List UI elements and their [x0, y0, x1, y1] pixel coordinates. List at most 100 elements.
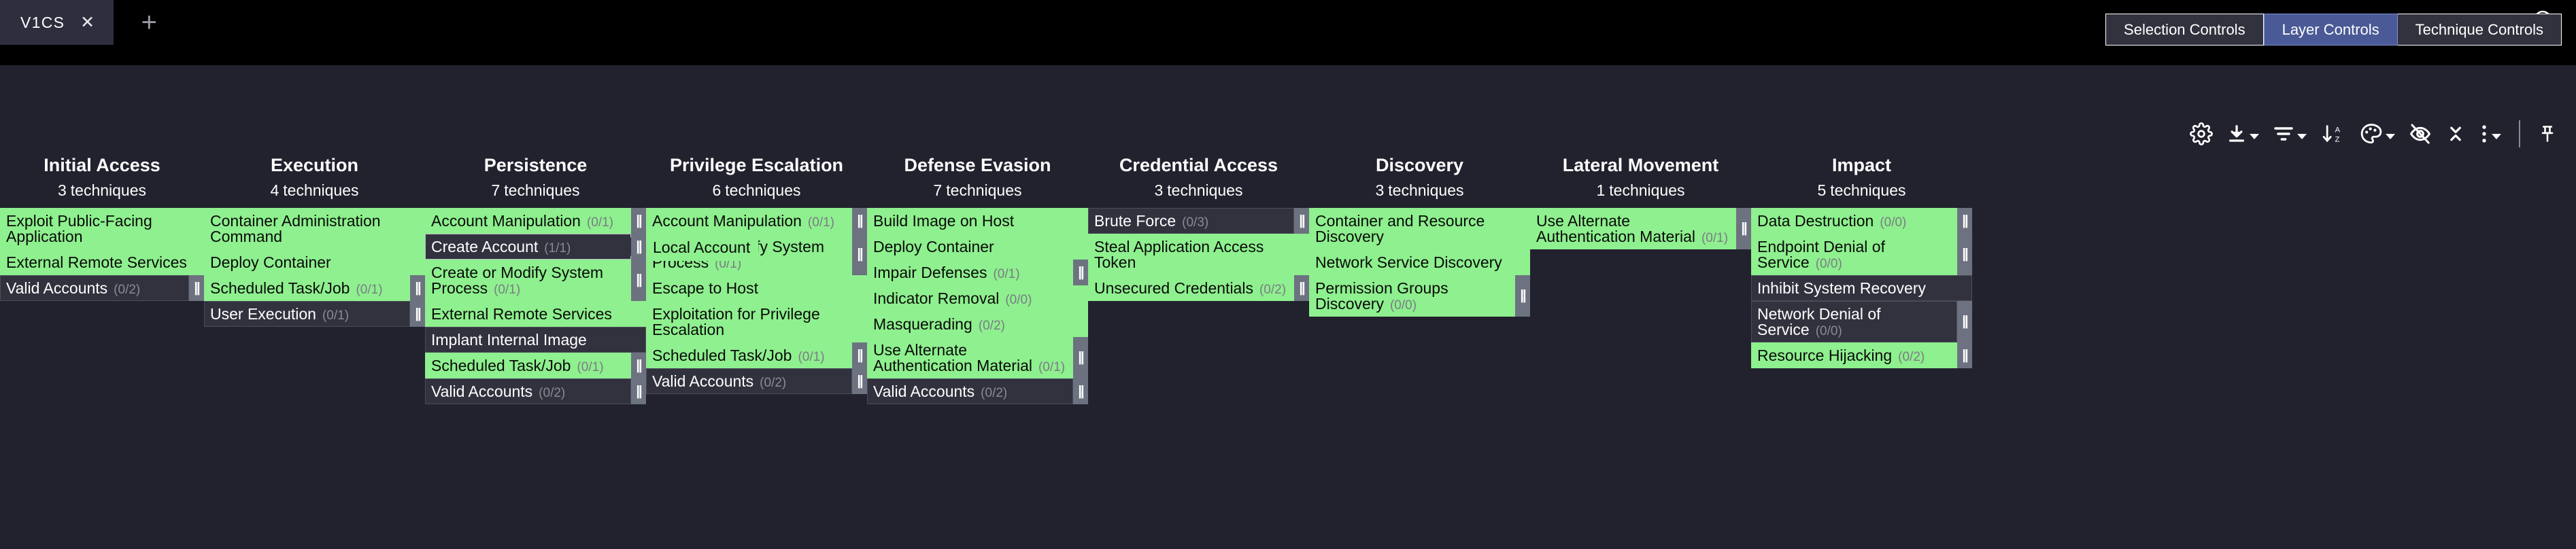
tactic-name[interactable]: Privilege Escalation	[669, 155, 844, 175]
technique-scheduled-task-job[interactable]: Scheduled Task/Job(0/1)	[204, 275, 410, 301]
subtechnique-toggle-handle[interactable]: ||	[1294, 275, 1309, 301]
subtechnique-count: (0/0)	[1005, 293, 1032, 307]
technique-row: Use Alternate Authentication Material(0/…	[867, 337, 1088, 378]
technique-scheduled-task-job[interactable]: Scheduled Task/Job(0/1)	[646, 342, 852, 368]
technique-deploy-container[interactable]: Deploy Container	[204, 249, 425, 275]
technique-use-alternate-authentication-material[interactable]: Use Alternate Authentication Material(0/…	[1530, 208, 1736, 249]
subtechnique-toggle-handle[interactable]: ||	[1294, 208, 1309, 234]
technique-account-manipulation[interactable]: Account Manipulation(0/1)	[425, 208, 631, 234]
tab-layer-controls[interactable]: Layer Controls	[2263, 14, 2398, 46]
subtechnique-toggle-handle[interactable]: ||	[631, 234, 646, 260]
technique-external-remote-services[interactable]: External Remote Services	[425, 301, 646, 327]
technique-container-administration-command[interactable]: Container Administration Command	[204, 208, 425, 249]
close-icon[interactable]: ✕	[80, 12, 96, 32]
technique-steal-application-access-token[interactable]: Steal Application Access Token	[1088, 234, 1309, 275]
download-icon[interactable]	[2220, 114, 2266, 154]
technique-inhibit-system-recovery[interactable]: Inhibit System Recovery	[1751, 275, 1972, 301]
technique-indicator-removal[interactable]: Indicator Removal(0/0)	[867, 285, 1088, 311]
more-vertical-icon[interactable]	[2473, 114, 2508, 154]
subtechnique-toggle-handle[interactable]: ||	[852, 342, 867, 368]
technique-data-destruction[interactable]: Data Destruction(0/0)	[1751, 208, 1957, 234]
technique-brute-force[interactable]: Brute Force(0/3)	[1088, 208, 1294, 234]
subtechnique-toggle-handle[interactable]: ||	[852, 368, 867, 394]
subtechnique-local-account[interactable]: Local Account	[646, 234, 759, 261]
pin-icon[interactable]	[2531, 114, 2564, 154]
technique-resource-hijacking[interactable]: Resource Hijacking(0/2)	[1751, 342, 1957, 368]
technique-valid-accounts[interactable]: Valid Accounts(0/2)	[646, 368, 852, 394]
technique-exploitation-for-privilege-escalation[interactable]: Exploitation for Privilege Escalation	[646, 301, 867, 342]
technique-valid-accounts[interactable]: Valid Accounts(0/2)	[425, 378, 631, 404]
technique-network-denial-of-service[interactable]: Network Denial of Service(0/0)	[1751, 301, 1957, 342]
subtechnique-toggle-handle[interactable]: ||	[410, 275, 425, 301]
tactic-name[interactable]: Persistence	[484, 155, 588, 175]
subtechnique-toggle-handle[interactable]: ||	[852, 234, 867, 275]
chevron-down-icon[interactable]	[2386, 134, 2395, 139]
subtechnique-toggle-handle[interactable]: ||	[1736, 208, 1751, 249]
technique-network-service-discovery[interactable]: Network Service Discovery	[1309, 249, 1530, 275]
technique-scheduled-task-job[interactable]: Scheduled Task/Job(0/1)	[425, 353, 631, 378]
tab-selection-controls[interactable]: Selection Controls	[2105, 14, 2264, 46]
technique-permission-groups-discovery[interactable]: Permission Groups Discovery(0/0)	[1309, 275, 1515, 317]
tactic-count-number: 3	[1375, 181, 1385, 199]
technique-impair-defenses[interactable]: Impair Defenses(0/1)	[867, 260, 1073, 285]
technique-deploy-container[interactable]: Deploy Container	[867, 234, 1088, 260]
technique-row: Data Destruction(0/0)||	[1751, 208, 1972, 234]
subtechnique-toggle-handle[interactable]: ||	[1073, 260, 1088, 285]
filter-icon[interactable]	[2266, 114, 2314, 154]
subtechnique-toggle-handle[interactable]: ||	[631, 260, 646, 301]
tactic-name[interactable]: Defense Evasion	[904, 155, 1051, 175]
tactic-name[interactable]: Initial Access	[44, 155, 160, 175]
tab-technique-controls[interactable]: Technique Controls	[2397, 14, 2562, 46]
technique-label: Scheduled Task/Job	[210, 279, 350, 297]
subtechnique-toggle-handle[interactable]: ||	[852, 208, 867, 234]
chevron-down-icon[interactable]	[2492, 134, 2501, 139]
technique-row: Container Administration Command	[204, 208, 425, 249]
tab-technique-controls-label: Technique Controls	[2415, 20, 2543, 38]
subtechnique-toggle-handle[interactable]: ||	[189, 275, 204, 301]
subtechnique-toggle-handle[interactable]: ||	[631, 378, 646, 404]
technique-valid-accounts[interactable]: Valid Accounts(0/2)	[0, 275, 189, 301]
sort-az-icon[interactable]: A Z	[2314, 114, 2353, 154]
subtechnique-toggle-handle[interactable]: ||	[631, 353, 646, 378]
technique-build-image-on-host[interactable]: Build Image on Host	[867, 208, 1088, 234]
technique-user-execution[interactable]: User Execution(0/1)	[204, 301, 410, 327]
subtechnique-toggle-handle[interactable]: ||	[1957, 342, 1972, 368]
subtechnique-toggle-handle[interactable]: ||	[1073, 337, 1088, 378]
subtechnique-toggle-handle[interactable]: ||	[1957, 234, 1972, 275]
subtechnique-toggle-handle[interactable]: ||	[1957, 301, 1972, 342]
tactic-name[interactable]: Lateral Movement	[1562, 155, 1719, 175]
subtechnique-toggle-handle[interactable]: ||	[1957, 208, 1972, 234]
technique-endpoint-denial-of-service[interactable]: Endpoint Denial of Service(0/0)	[1751, 234, 1957, 275]
palette-icon[interactable]	[2353, 114, 2402, 154]
subtechnique-toggle-handle[interactable]: ||	[1073, 378, 1088, 404]
subtechnique-count: (0/2)	[1259, 283, 1287, 297]
subtechnique-toggle-handle[interactable]: ||	[410, 301, 425, 327]
technique-unsecured-credentials[interactable]: Unsecured Credentials(0/2)	[1088, 275, 1294, 301]
technique-create-or-modify-system-process[interactable]: Create or Modify System Process(0/1)	[425, 260, 631, 301]
technique-masquerading[interactable]: Masquerading(0/2)	[867, 311, 1088, 337]
technique-row: Brute Force(0/3)||	[1088, 208, 1309, 234]
technique-container-and-resource-discovery[interactable]: Container and Resource Discovery	[1309, 208, 1530, 249]
tactic-name[interactable]: Execution	[270, 155, 359, 175]
gear-icon[interactable]	[2183, 114, 2220, 154]
chevron-down-icon[interactable]	[2250, 134, 2259, 139]
subtechnique-toggle-handle[interactable]: ||	[631, 208, 646, 234]
tactic-name[interactable]: Credential Access	[1119, 155, 1278, 175]
chevron-down-icon[interactable]	[2297, 134, 2307, 139]
technique-row: Implant Internal Image	[425, 327, 646, 353]
technique-create-account[interactable]: Create Account(1/1)	[425, 234, 631, 260]
tactic-name[interactable]: Impact	[1831, 155, 1892, 175]
eye-slash-icon[interactable]	[2402, 114, 2439, 154]
technique-use-alternate-authentication-material[interactable]: Use Alternate Authentication Material(0/…	[867, 337, 1073, 378]
technique-valid-accounts[interactable]: Valid Accounts(0/2)	[867, 378, 1073, 404]
technique-exploit-public-facing-application[interactable]: Exploit Public-Facing Application	[0, 208, 204, 249]
technique-external-remote-services[interactable]: External Remote Services	[0, 249, 204, 275]
technique-escape-to-host[interactable]: Escape to Host	[646, 275, 867, 301]
subtechnique-toggle-handle[interactable]: ||	[1515, 275, 1530, 317]
collapse-icon[interactable]	[2439, 114, 2473, 154]
technique-implant-internal-image[interactable]: Implant Internal Image	[425, 327, 646, 353]
add-tab-button[interactable]: +	[114, 0, 185, 45]
tactic-name[interactable]: Discovery	[1375, 155, 1464, 175]
technique-account-manipulation[interactable]: Account Manipulation(0/1)	[646, 208, 852, 234]
layer-tab-v1cs[interactable]: V1CS ✕	[0, 0, 114, 45]
